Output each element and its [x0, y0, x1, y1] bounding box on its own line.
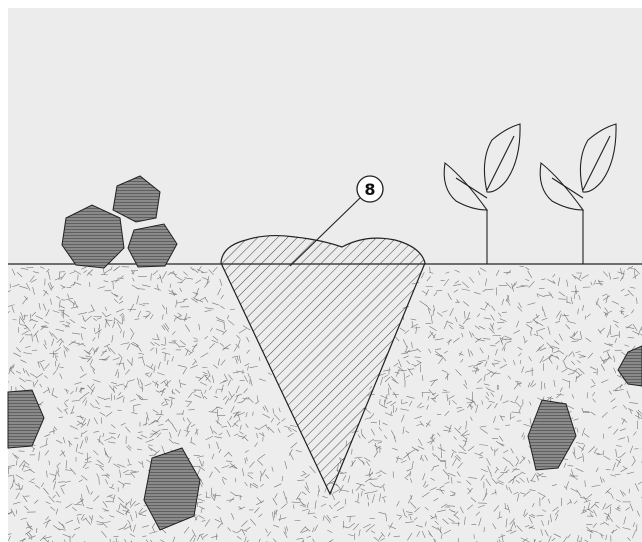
callout-label: 8 — [364, 180, 375, 199]
